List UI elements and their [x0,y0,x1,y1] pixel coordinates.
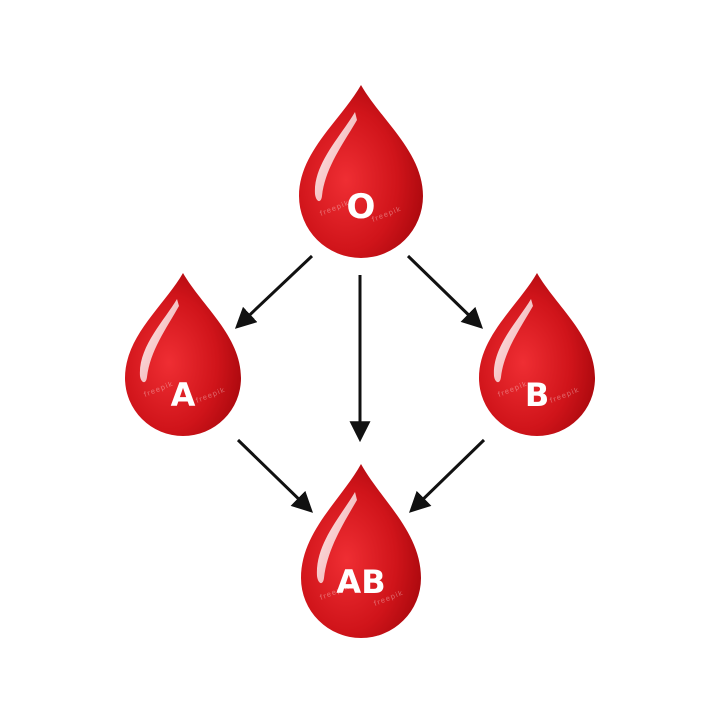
arrow-b-to-ab [408,438,486,513]
blood-drop-icon [301,464,421,638]
arrows-group [234,254,486,513]
arrow-a-to-ab [236,438,314,513]
blood-drop-ab: freepik freepik AB [301,464,421,638]
blood-type-label-o: O [347,187,376,227]
blood-drop-icon [299,85,423,258]
arrow-o-to-b [406,254,484,329]
drop-highlight [493,299,533,383]
drop-highlight [314,112,357,202]
blood-drop-b: freepik freepik B [479,273,595,436]
blood-type-label-a: A [171,376,196,414]
blood-drop-icon [125,273,241,436]
blood-drop-icon [479,273,595,436]
drop-highlight [139,299,179,383]
blood-type-label-b: B [525,376,549,414]
blood-type-label-ab: AB [336,563,385,601]
arrow-o-to-a [234,254,314,329]
drop-highlight [316,492,357,584]
blood-drop-o: freepik freepik O [299,85,423,258]
blood-drop-a: freepik freepik A [125,273,241,436]
